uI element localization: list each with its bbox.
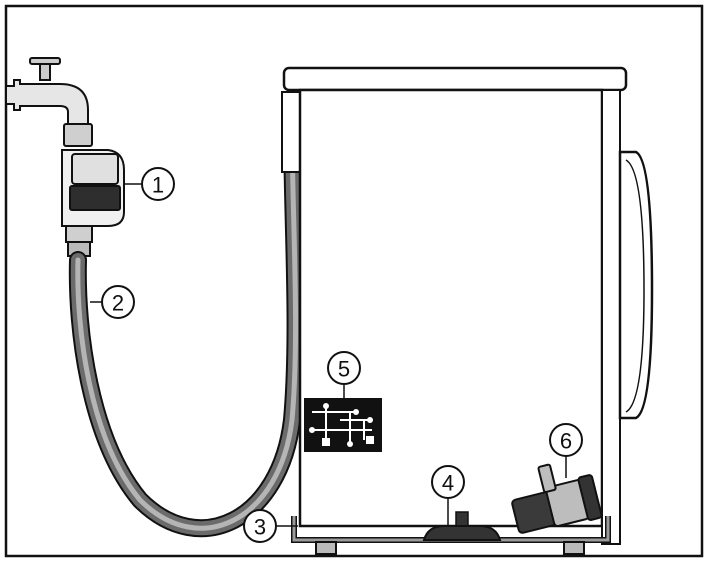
callout-4: 4 xyxy=(431,465,465,526)
callout-number: 1 xyxy=(152,173,164,198)
callout-number: 3 xyxy=(254,515,266,540)
control-board-icon xyxy=(304,398,382,452)
callout-6: 6 xyxy=(549,423,583,478)
inlet-hose-icon xyxy=(68,111,305,538)
appliance-body xyxy=(281,66,654,545)
callout-number: 5 xyxy=(338,357,350,382)
callout-5: 5 xyxy=(327,351,361,398)
float-switch-icon xyxy=(422,511,502,541)
water-tap-icon xyxy=(5,57,89,125)
callout-number: 4 xyxy=(442,471,454,496)
drain-pump-icon xyxy=(511,463,603,534)
aquastop-valve-icon xyxy=(61,123,125,257)
callout-3: 3 xyxy=(243,509,298,543)
diagram-frame xyxy=(4,4,704,558)
callout-1: 1 xyxy=(124,167,175,201)
callout-2: 2 xyxy=(90,285,135,319)
callout-number: 2 xyxy=(112,291,124,316)
callout-number: 6 xyxy=(560,429,572,454)
